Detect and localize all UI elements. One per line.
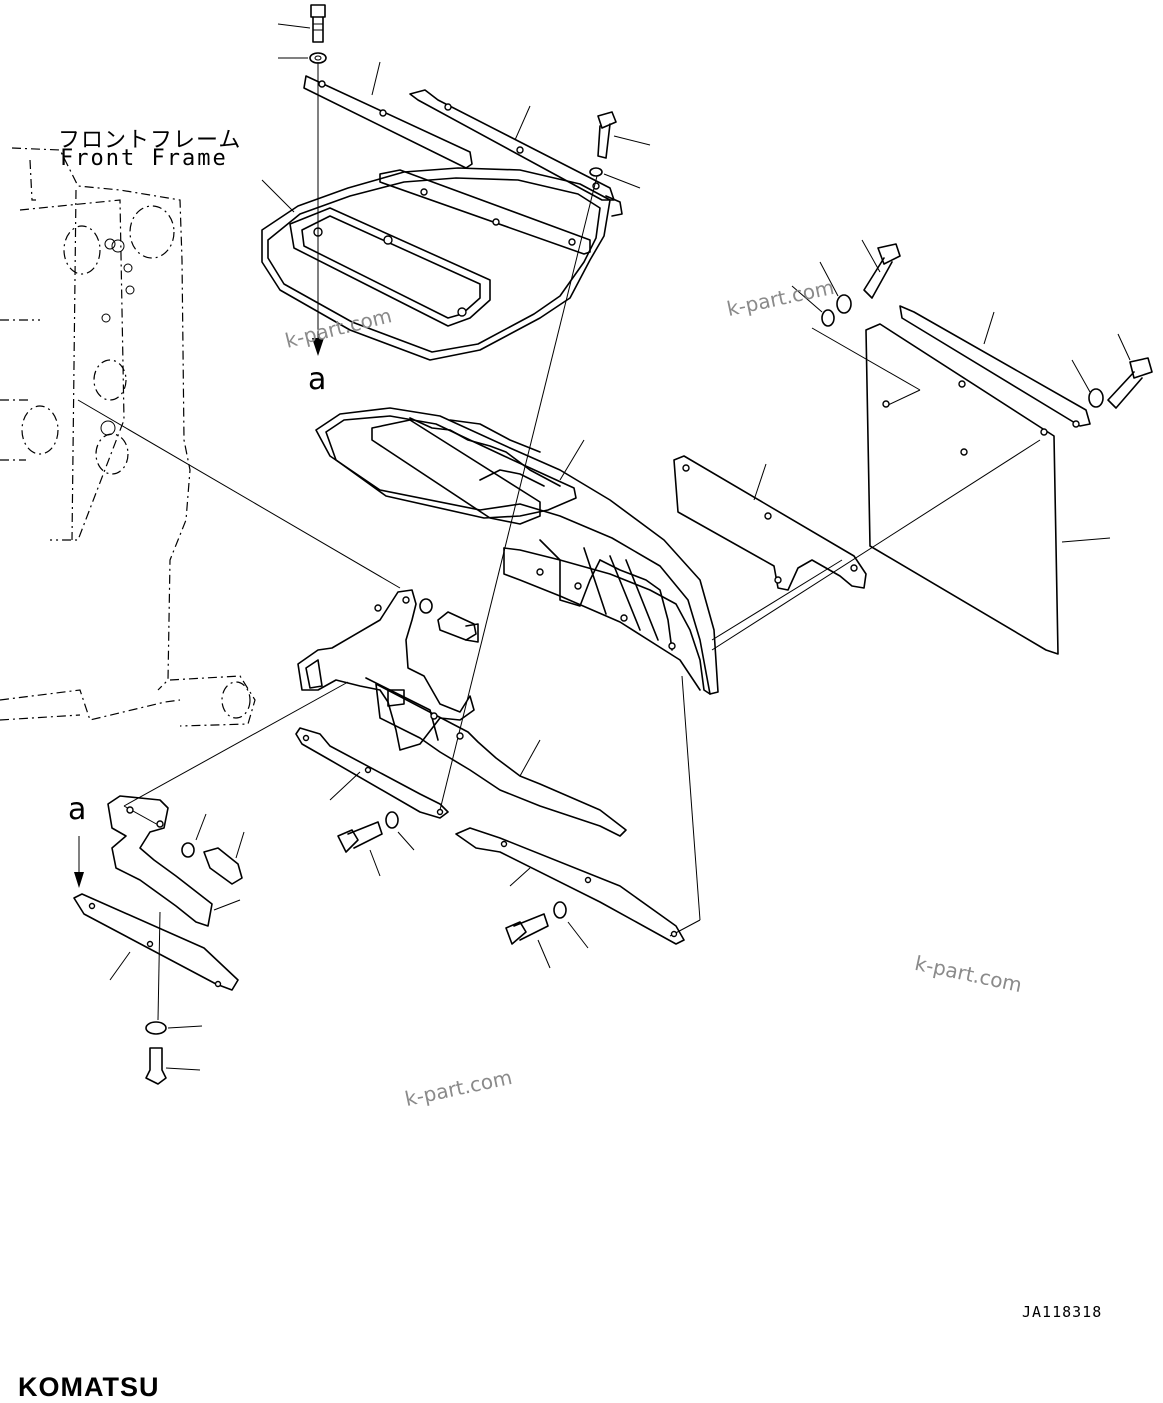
fender-cover-upper [261, 167, 611, 361]
bolt-upper-right [589, 111, 651, 189]
front-frame-label-en: Front Frame [60, 146, 228, 171]
front-frame-phantom [0, 147, 256, 727]
bolt-lower-center [337, 811, 589, 969]
ref-label-a-top: a [308, 362, 327, 397]
drawing-code: JA118318 [1022, 1303, 1103, 1321]
assembly-centerlines [77, 62, 1041, 937]
ref-arrow-a-top [312, 338, 324, 356]
detail-a-assembly [73, 795, 245, 1085]
ref-label-a-bottom: a [68, 792, 87, 827]
plate-mudflap-top [899, 305, 1091, 428]
bracket-assembly [295, 589, 685, 945]
reinforcement-plate [673, 455, 867, 591]
fender-lower [315, 407, 719, 695]
mud-flap [865, 323, 1111, 655]
bolt-bracket [419, 598, 479, 643]
plate-top-left [303, 61, 473, 169]
plate-top-right [409, 89, 623, 217]
komatsu-logo: KOMATSU [18, 1372, 160, 1402]
bolt-right-lower [1071, 333, 1153, 409]
bolt-top [277, 4, 326, 43]
bolt-right-upper [791, 239, 901, 327]
washer-top [278, 52, 327, 64]
front-frame-label-jp: フロントフレーム [58, 128, 242, 153]
